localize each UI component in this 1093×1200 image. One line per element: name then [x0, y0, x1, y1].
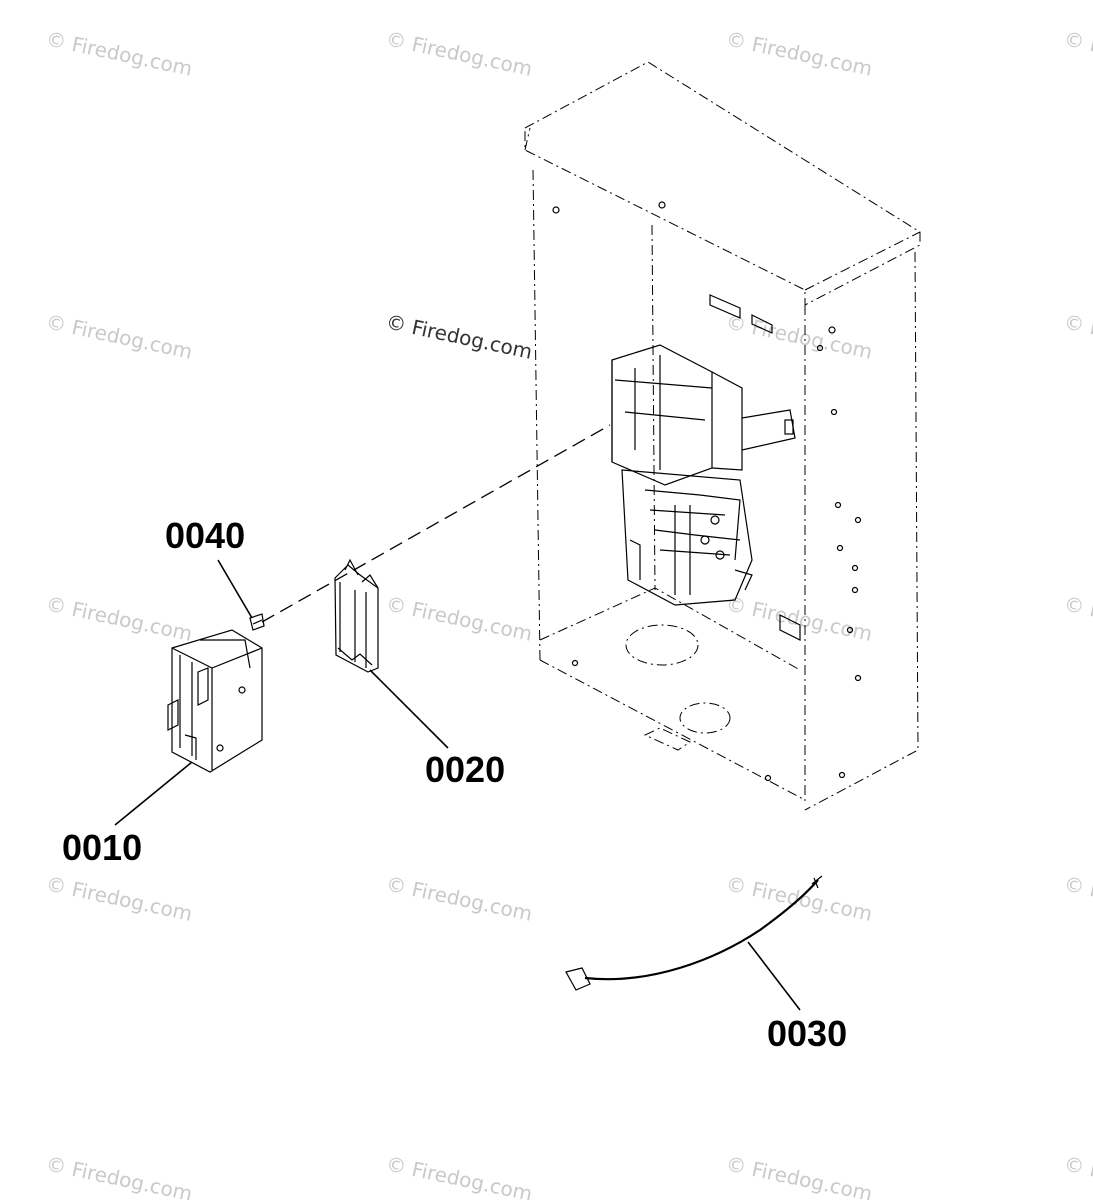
leader-line-0010	[114, 761, 193, 826]
circuit-breaker-part	[167, 629, 263, 773]
callout-0010: 0010	[62, 827, 142, 868]
watermark-5: © Firedog.com	[44, 309, 194, 363]
screw-part	[249, 613, 265, 631]
leader-line-0040	[217, 559, 253, 619]
watermark-19: © Firedog.com	[1062, 1151, 1093, 1200]
watermark-9: © Firedog.com	[384, 591, 534, 645]
watermark-16: © Firedog.com	[44, 1151, 194, 1200]
assembly-path-line	[261, 424, 611, 623]
watermark-2: © Firedog.com	[384, 26, 534, 80]
watermark-10: © Firedog.com	[724, 591, 874, 645]
watermark-4: © Firedog.com	[1062, 26, 1093, 80]
watermark-12: © Firedog.com	[44, 871, 194, 925]
watermark-6: © Firedog.com	[724, 309, 874, 363]
watermark-13: © Firedog.com	[384, 871, 534, 925]
callout-0020: 0020	[425, 749, 505, 790]
callout-0040: 0040	[165, 515, 245, 556]
watermark-grid: © Firedog.com © Firedog.com © Firedog.co…	[44, 26, 1093, 1200]
watermark-15: © Firedog.com	[1062, 871, 1093, 925]
watermark-17: © Firedog.com	[384, 1151, 534, 1200]
watermark-7: © Firedog.com	[1062, 309, 1093, 363]
load-center-enclosure	[524, 61, 921, 811]
callout-0030: 0030	[767, 1013, 847, 1054]
interior-breaker-assembly	[611, 344, 796, 606]
leader-line-0020	[369, 669, 449, 749]
watermark-center: © Firedog.com	[384, 309, 534, 363]
watermark-1: © Firedog.com	[44, 26, 194, 80]
watermark-3: © Firedog.com	[724, 26, 874, 80]
watermark-8: © Firedog.com	[44, 591, 194, 645]
watermark-18: © Firedog.com	[724, 1151, 874, 1200]
wire-part	[565, 875, 823, 991]
leader-line-0030	[747, 941, 801, 1011]
bracket-part	[334, 558, 379, 673]
watermark-11: © Firedog.com	[1062, 591, 1093, 645]
